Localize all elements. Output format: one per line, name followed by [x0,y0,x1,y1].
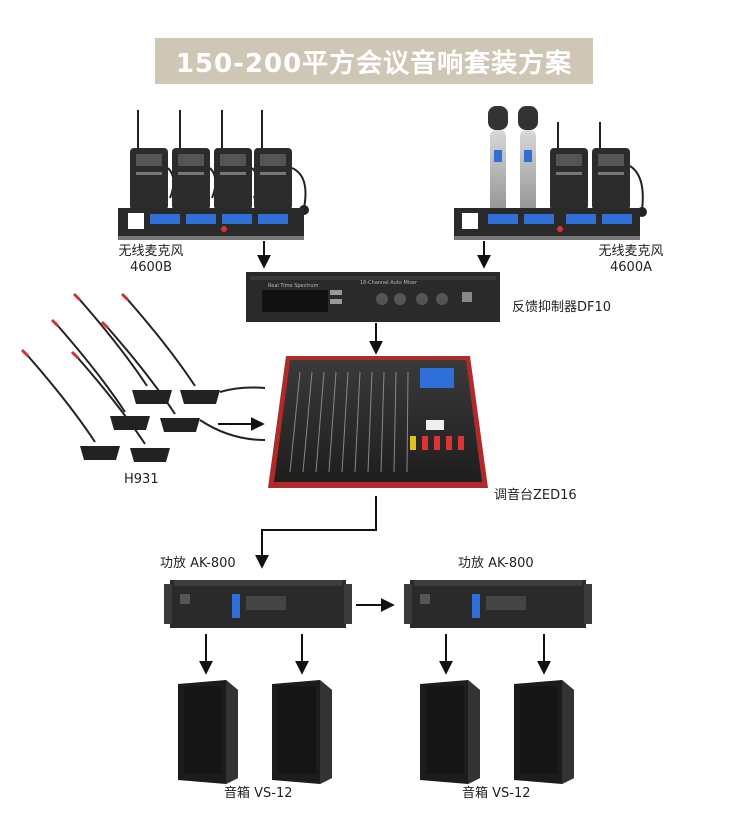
conference-microphones-h931 [20,292,266,462]
mic-b-label: 无线麦克风 4600B [108,244,194,276]
conference-label: H931 [124,472,159,487]
speaker-right-2 [514,680,574,784]
amp-right-label: 功放 AK-800 [458,556,534,571]
wireless-mic-4600a [454,106,647,240]
mixer-zed16 [268,356,488,488]
speaker-right-1 [420,680,480,784]
mic-a-model: 4600A [610,260,652,275]
bodypack-transmitters [550,122,647,217]
amplifier-right [404,580,592,628]
mic-b-model: 4600B [129,260,172,275]
wireless-mic-4600b [118,110,309,240]
mic-b-name: 无线麦克风 [118,244,184,259]
feedback-suppressor-df10 [246,272,500,322]
feedback-panel-text: 16-Channel Auto Mixer [360,280,418,286]
feedback-label: 反馈抑制器DF10 [512,300,612,315]
bodypack-transmitters [130,110,309,215]
speaker-left-1 [178,680,238,784]
arrow-mixer-to-amp [255,496,377,569]
handheld-microphones [488,106,538,224]
speaker-left-2 [272,680,332,784]
amplifier-left [164,580,352,628]
receiver-4600b [118,208,304,240]
mic-a-name: 无线麦克风 [598,244,664,259]
feedback-panel-left-text: Real Time Spectrum [268,283,319,289]
receiver-4600a [454,208,640,240]
speaker-left-label: 音箱 VS-12 [224,786,293,801]
mic-a-label: 无线麦克风 4600A [588,244,674,276]
page-title: 150-200平方会议音响套装方案 [155,38,593,84]
amp-left-label: 功放 AK-800 [160,556,236,571]
mixer-label: 调音台ZED16 [494,488,577,503]
speaker-right-label: 音箱 VS-12 [462,786,531,801]
